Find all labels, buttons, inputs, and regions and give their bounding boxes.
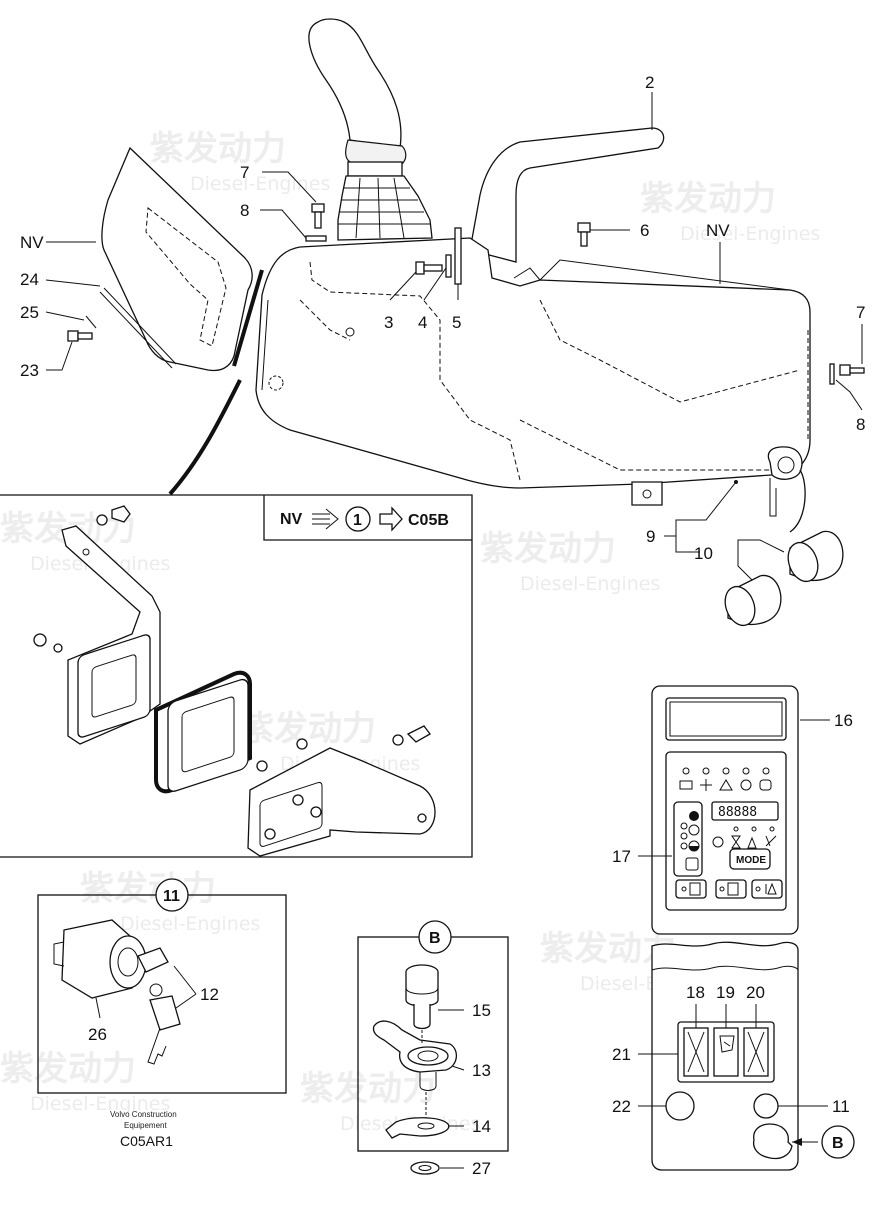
- svg-text:Diesel-Engines: Diesel-Engines: [520, 573, 660, 595]
- label-nv-right: NV: [706, 221, 730, 240]
- seal-strip-24: [99, 287, 177, 369]
- svg-text:紫发动力: 紫发动力: [80, 869, 216, 909]
- label-16: 16: [834, 711, 853, 730]
- label-7-top: 7: [240, 163, 249, 182]
- box-b-circle: B: [429, 930, 441, 947]
- handrest-bar: [469, 127, 665, 263]
- box-11-circle: 11: [163, 888, 180, 905]
- callout-b: [821, 1125, 855, 1159]
- label-5: 5: [452, 313, 461, 332]
- inset-ref: C05B: [408, 512, 449, 529]
- label-nv-left: NV: [20, 233, 44, 252]
- label-11-panel: 11: [832, 1097, 850, 1116]
- svg-text:Diesel-Engines: Diesel-Engines: [120, 913, 260, 935]
- svg-text:紫发动力: 紫发动力: [240, 709, 376, 749]
- label-25: 25: [20, 303, 39, 322]
- washer-4: [445, 254, 452, 278]
- svg-text:Diesel-Engines: Diesel-Engines: [190, 173, 330, 195]
- mode-indicators: [712, 826, 777, 849]
- lock-detail-box: B: [357, 920, 509, 1175]
- washer-8-top: [305, 235, 327, 242]
- svg-text:紫发动力: 紫发动力: [300, 1069, 436, 1109]
- monitor-panel: 88888 MODE: [651, 685, 799, 935]
- svg-text:紫发动力: 紫发动力: [640, 179, 776, 219]
- panel-leaders: [638, 719, 830, 1146]
- label-4: 4: [418, 313, 427, 332]
- screw-23: [67, 330, 93, 342]
- label-12: 12: [200, 985, 219, 1004]
- label-8-right: 8: [856, 415, 865, 434]
- label-14: 14: [472, 1117, 491, 1136]
- label-27: 27: [472, 1159, 491, 1178]
- side-cover-panel: [101, 146, 264, 372]
- switch-22[interactable]: [665, 1091, 695, 1121]
- bottom-buttons: [675, 879, 783, 899]
- washer-25: [85, 315, 97, 329]
- label-13: 13: [472, 1061, 491, 1080]
- label-2: 2: [645, 73, 654, 92]
- svg-text:紫发动力: 紫发动力: [150, 129, 286, 169]
- console-housing: [255, 237, 811, 533]
- label-9: 9: [646, 527, 655, 546]
- callout-b-label: B: [832, 1135, 844, 1152]
- drawing-code: C05AR1: [120, 1133, 173, 1149]
- label-7-right: 7: [856, 303, 865, 322]
- plate-5: [454, 227, 462, 285]
- label-26: 26: [88, 1025, 107, 1044]
- label-8-top: 8: [240, 201, 249, 220]
- svg-text:Diesel-Engines: Diesel-Engines: [30, 1093, 170, 1115]
- mode-button[interactable]: [729, 848, 771, 870]
- label-20: 20: [746, 983, 765, 1002]
- label-10: 10: [694, 544, 713, 563]
- company-line2: Equipement: [124, 1121, 167, 1130]
- leader-curve: [168, 379, 242, 496]
- lock-b[interactable]: [752, 1123, 793, 1160]
- switch-11[interactable]: [753, 1093, 779, 1119]
- bracket-inset: NV 1 C05B: [0, 494, 473, 858]
- svg-text:Diesel-Engines: Diesel-Engines: [680, 223, 820, 245]
- label-19: 19: [716, 983, 735, 1002]
- inset-circle-1: 1: [353, 512, 362, 529]
- mode-button-label: MODE: [736, 855, 766, 866]
- digital-display: 88888: [718, 805, 757, 820]
- label-22: 22: [612, 1097, 631, 1116]
- bushing-10: [724, 530, 844, 627]
- leader-lines: [45, 92, 863, 581]
- label-6: 6: [640, 221, 649, 240]
- screw-7-right: [839, 364, 865, 376]
- label-23: 23: [20, 361, 39, 380]
- label-21: 21: [612, 1045, 631, 1064]
- indicator-row: [679, 767, 772, 791]
- switch-plate: [651, 941, 799, 1171]
- label-18: 18: [686, 983, 705, 1002]
- washer-8-right: [829, 363, 835, 385]
- company-line1: Volvo Construction: [110, 1110, 177, 1119]
- screw-7-top: [311, 203, 325, 229]
- svg-text:紫发动力: 紫发动力: [0, 1049, 136, 1089]
- ignition-switch-box: 11: [37, 878, 287, 1094]
- inset-nv: NV: [280, 511, 303, 528]
- screw-3: [415, 261, 443, 275]
- label-3: 3: [384, 313, 393, 332]
- joystick-handle: [308, 18, 407, 177]
- label-17: 17: [612, 847, 631, 866]
- rubber-boot: [337, 175, 433, 241]
- label-24: 24: [20, 270, 39, 289]
- label-15: 15: [472, 1001, 491, 1020]
- svg-text:紫发动力: 紫发动力: [480, 529, 616, 569]
- screw-6: [577, 222, 591, 247]
